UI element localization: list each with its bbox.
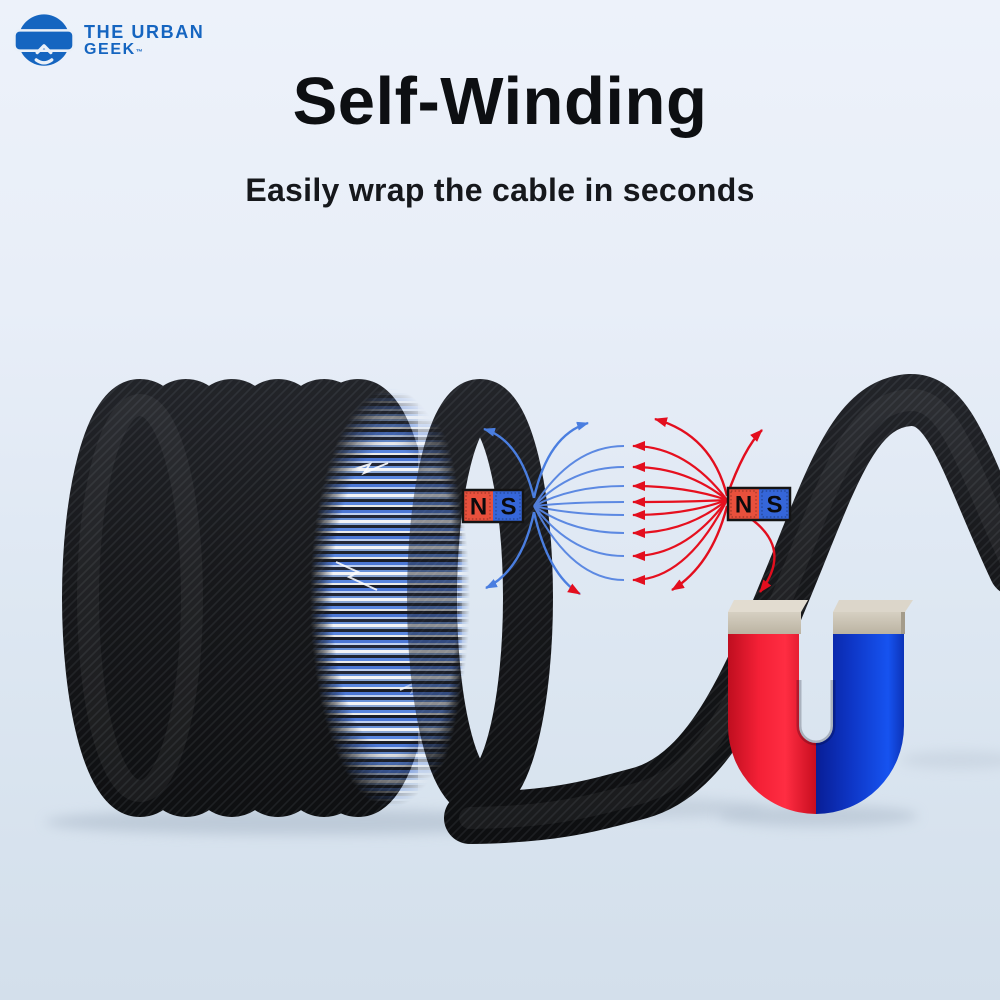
headline: Self-Winding [292, 64, 708, 139]
left-badge-south-label: S [500, 494, 516, 521]
right-badge-north-label: N [735, 492, 752, 519]
subheadline: Easily wrap the cable in seconds [245, 172, 755, 208]
brand-name-line2: GEEK™ [84, 41, 143, 59]
right-badge-south-label: S [766, 492, 782, 519]
left-pole-badge: N S [461, 488, 525, 524]
wave-cable [444, 374, 1000, 844]
magnetic-field-lines [483, 417, 776, 596]
right-pole-badge: N S [726, 486, 792, 522]
left-badge-north-label: N [470, 494, 487, 521]
energy-overlay [398, 420, 462, 780]
brand-logo: THE URBAN GEEK™ [13, 10, 204, 72]
trademark-symbol: ™ [135, 49, 143, 57]
magnet-pole-tips [728, 600, 913, 634]
coiled-cable [62, 379, 553, 817]
brand-name-line1: THE URBAN [84, 22, 205, 43]
brand-name: THE URBAN GEEK™ [84, 23, 204, 58]
geek-goggles-icon [13, 14, 75, 66]
horseshoe-magnet [728, 600, 913, 814]
